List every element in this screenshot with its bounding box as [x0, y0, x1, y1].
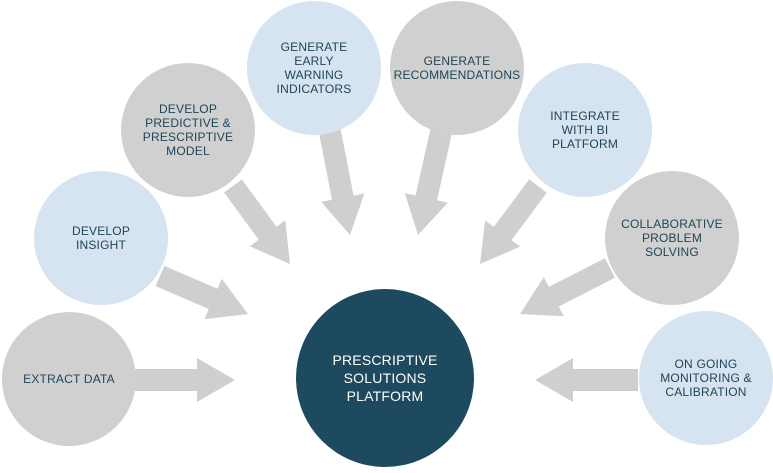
arrow-ongoing-monitoring-calibration: [535, 358, 638, 402]
node-circle-collaborative-problem-solving: [605, 171, 739, 305]
node-circle-extract-data: [2, 312, 136, 446]
node-label-generate-recommendations: GENERATE RECOMMENDATIONS: [393, 54, 521, 82]
node-circle-generate-recommendations: [390, 1, 524, 135]
arrow-generate-recommendations: [404, 129, 452, 235]
center-circle: [296, 289, 474, 467]
node-label-develop-predictive-model: DEVELOP PREDICTIVE & PRESCRIPTIVE MODEL: [142, 102, 234, 158]
node-circle-ongoing-monitoring-calibration: [639, 311, 773, 445]
node-circle-generate-early-warning-indicators: [247, 1, 381, 135]
center-label: PRESCRIPTIVE SOLUTIONS PLATFORM: [332, 352, 438, 404]
node-label-develop-insight: DEVELOP INSIGHT: [71, 224, 131, 252]
node-label-collaborative-problem-solving: COLLABORATIVE PROBLEM SOLVING: [621, 217, 723, 259]
arrow-develop-insight: [155, 265, 248, 320]
node-circle-integrate-with-bi-platform: [518, 63, 652, 197]
node-label-integrate-with-bi-platform: INTEGRATE WITH BI PLATFORM: [550, 109, 620, 151]
node-circle-develop-insight: [34, 171, 168, 305]
arrow-generate-early-warning-indicators: [319, 129, 365, 235]
arrow-develop-predictive-model: [224, 179, 290, 264]
node-label-ongoing-monitoring-calibration: ON GOING MONITORING & CALIBRATION: [660, 357, 752, 399]
arrow-integrate-with-bi-platform: [480, 179, 547, 264]
node-label-generate-early-warning-indicators: GENERATE EARLY WARNING INDICATORS: [276, 40, 352, 96]
node-label-extract-data: EXTRACT DATA: [23, 372, 115, 386]
node-circle-develop-predictive-model: [121, 63, 255, 197]
arrow-collaborative-problem-solving: [520, 258, 615, 317]
arrow-extract-data: [135, 358, 235, 402]
